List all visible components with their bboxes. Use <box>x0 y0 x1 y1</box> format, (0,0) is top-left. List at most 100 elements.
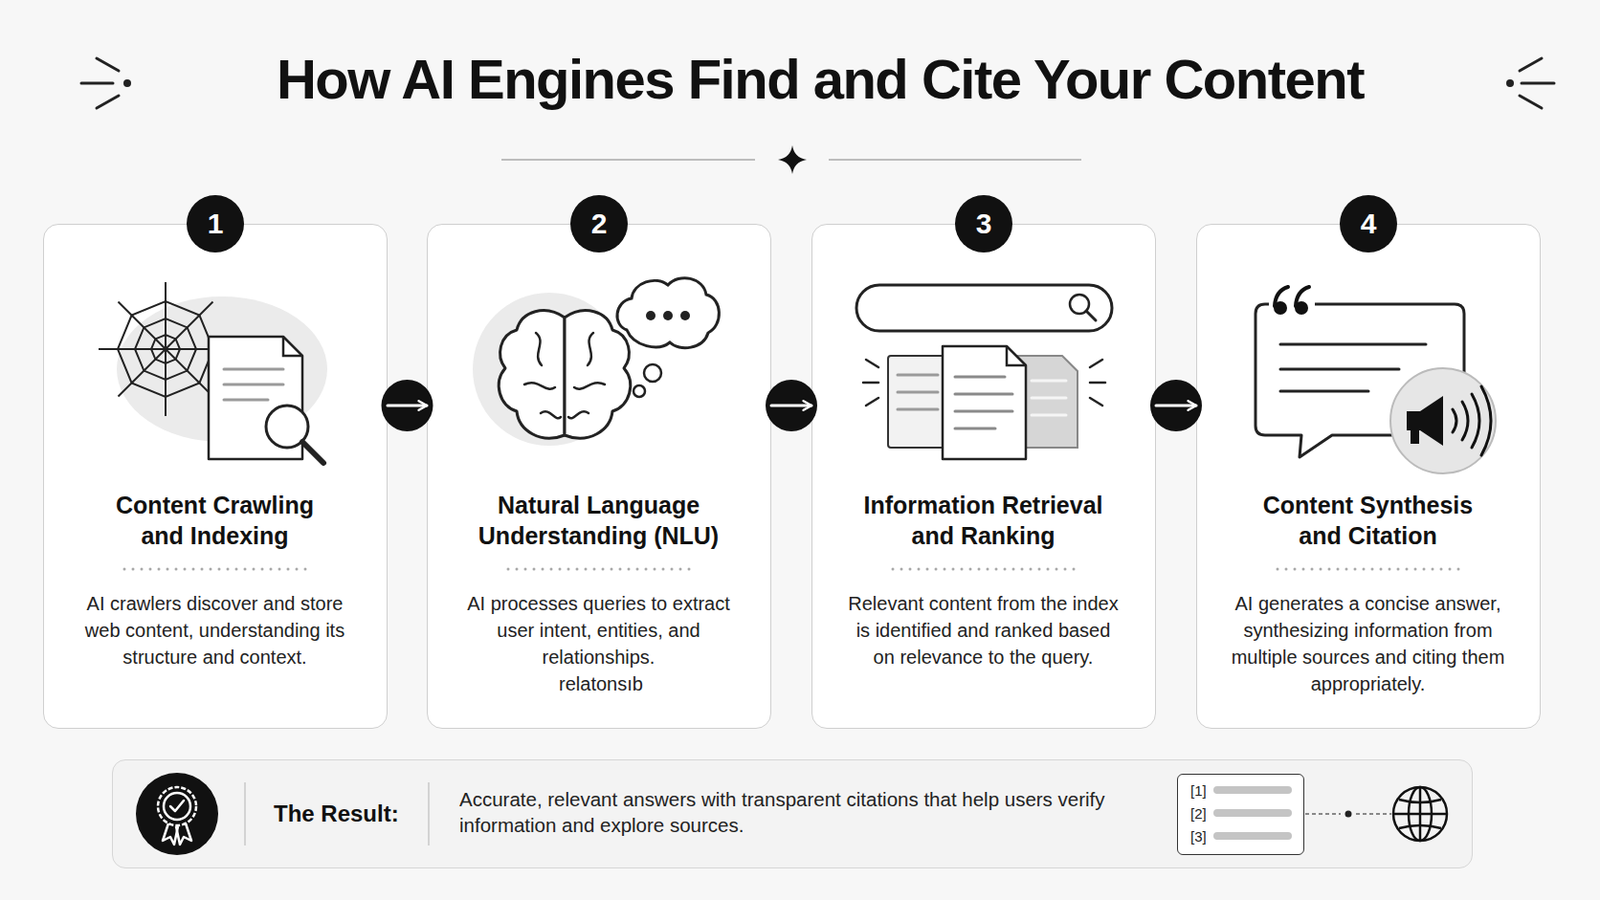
spider-web <box>98 282 233 417</box>
step-card: Information Retrieval and RankingRelevan… <box>811 223 1156 730</box>
sound-waves <box>1452 386 1491 456</box>
dashed-link <box>1305 813 1341 816</box>
text-line <box>1031 414 1067 418</box>
dashed-link <box>1355 813 1392 816</box>
text-line <box>897 408 938 412</box>
sparkle-line <box>1089 381 1106 385</box>
ornament-line <box>81 82 113 86</box>
web-ring <box>117 301 214 398</box>
web-thread <box>164 349 167 417</box>
document-lines <box>897 375 938 410</box>
text-line <box>897 374 938 378</box>
ornament-line <box>96 58 119 71</box>
step-title: Information Retrieval and Ranking <box>830 489 1137 552</box>
brain-hemisphere <box>564 311 631 440</box>
divider-line <box>828 158 1082 161</box>
ornament-line <box>1519 58 1542 71</box>
search-handle <box>1086 311 1096 321</box>
document-lines <box>955 377 1013 429</box>
text-line <box>955 393 1013 397</box>
thought-trail <box>644 364 662 382</box>
megaphone-backdrop <box>1390 368 1496 474</box>
web-thread <box>165 349 214 398</box>
thought-dot <box>680 311 690 321</box>
vertical-separator <box>244 782 246 846</box>
citation-number: [3] <box>1190 825 1207 849</box>
brain-hemisphere <box>498 311 565 440</box>
text-line <box>223 399 268 402</box>
web-ring <box>134 318 197 380</box>
sparkle-line <box>866 359 879 368</box>
result-banner: The Result: Accurate, relevant answers wi… <box>111 759 1473 869</box>
citation-number: [1] <box>1190 779 1207 803</box>
text-line <box>955 410 1013 414</box>
sparkle-lines <box>863 359 1106 406</box>
quote-mark <box>1294 301 1309 315</box>
sound-wave <box>1471 394 1480 448</box>
flow-connector <box>771 404 812 408</box>
thought-dot <box>663 311 673 321</box>
text-line <box>955 427 996 431</box>
sparkle-line <box>1089 359 1103 368</box>
result-decor <box>135 773 1447 856</box>
step-title: Content Synthesis and Citation <box>1215 489 1522 552</box>
web-thread <box>165 348 233 351</box>
text-line <box>223 368 284 372</box>
flow-connector <box>1155 404 1197 408</box>
text-line <box>1031 379 1067 383</box>
document-icon <box>208 336 303 460</box>
quote-mark <box>1273 301 1288 315</box>
result-text: Accurate, relevant answers with transpar… <box>459 786 1144 839</box>
dotted-separator <box>892 568 1075 572</box>
document-icon <box>1002 355 1078 448</box>
brain-icon <box>472 278 719 446</box>
ornament-line <box>1519 95 1542 109</box>
quote-backdrop <box>1268 287 1315 316</box>
document-icon <box>888 355 960 448</box>
brain-fold <box>540 411 561 419</box>
result-heading: The Result: <box>273 800 400 829</box>
ornament-line <box>1521 82 1555 86</box>
arrow-badge <box>1150 379 1202 432</box>
magnifier-handle <box>302 442 324 464</box>
step-card: Natural Language Understanding (NLU) AI p… <box>426 223 772 730</box>
synthesis-icon <box>1255 287 1496 474</box>
text-line <box>1031 397 1067 400</box>
crawler-icon <box>98 282 328 464</box>
megaphone-body <box>1406 396 1444 446</box>
web-ring <box>151 334 180 364</box>
citation-bar <box>1213 809 1292 818</box>
dotted-separator <box>508 568 690 572</box>
text-line <box>1280 343 1426 347</box>
step-description: AI crawlers discover and store web conte… <box>85 590 346 671</box>
web-thread <box>118 349 167 398</box>
brain-fold <box>524 382 556 389</box>
search-bar <box>856 285 1112 332</box>
globe-meridian <box>1419 787 1423 842</box>
dotted-separator <box>124 568 307 572</box>
citation-bar <box>1213 832 1292 841</box>
flow-arrow <box>381 379 434 432</box>
link-dot <box>1345 811 1353 819</box>
sound-wave <box>1452 409 1457 433</box>
citation-number: [2] <box>1190 802 1207 826</box>
badge-check <box>170 800 184 812</box>
divider-line <box>501 158 756 161</box>
quote-mark <box>1295 287 1310 307</box>
dotted-separators <box>124 568 1460 572</box>
badge-rosette <box>163 793 191 821</box>
step-title: Natural Language Understanding (NLU) <box>445 489 753 552</box>
quote-mark <box>1274 287 1289 307</box>
step-description: AI generates a concise answer, synthesiz… <box>1222 590 1514 698</box>
sparkle-line <box>1089 398 1103 406</box>
document-lines <box>1031 380 1067 416</box>
web-thread <box>165 302 214 351</box>
flow-arrow <box>1150 379 1202 432</box>
dotted-separator <box>1277 568 1460 572</box>
sound-wave <box>1481 386 1491 456</box>
retrieval-icon <box>856 285 1112 460</box>
step-title: Content Crawling and Indexing <box>62 489 369 552</box>
step-description: AI processes queries to extract user int… <box>466 590 732 671</box>
globe-outline <box>1393 787 1447 842</box>
globe-meridian <box>1408 787 1432 842</box>
